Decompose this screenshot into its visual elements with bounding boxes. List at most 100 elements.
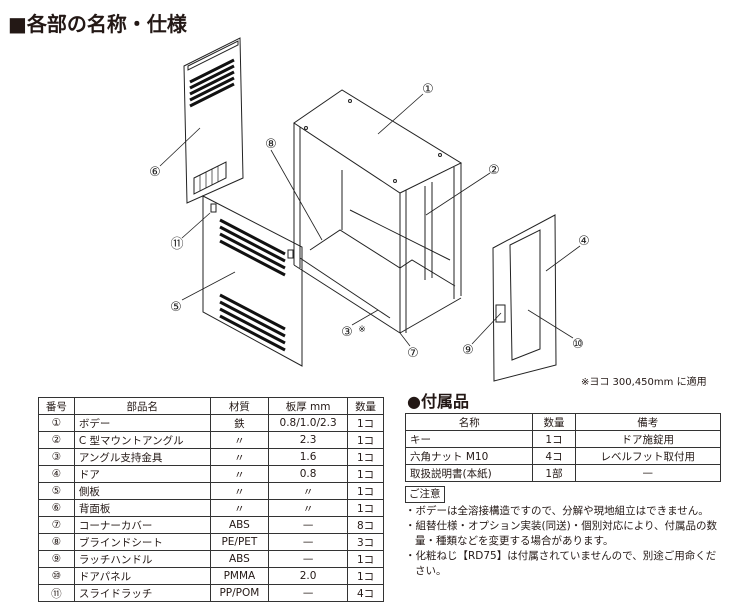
table-cell: 1コ <box>347 431 384 449</box>
table-cell: 4コ <box>347 584 384 602</box>
leader-lines <box>159 93 581 347</box>
table-cell: 2.3 <box>268 431 349 449</box>
parts-header-cell: 数量 <box>347 397 384 415</box>
table-cell: 1コ <box>347 414 384 432</box>
table-cell: PP/POM <box>209 584 270 602</box>
callout-5: ⑤ <box>170 300 182 315</box>
table-row: 取扱説明書(本紙)1部— <box>404 464 722 482</box>
table-cell: 〃 <box>209 499 270 517</box>
table-cell: 鉄 <box>209 414 270 432</box>
table-cell: 1.6 <box>268 448 349 466</box>
table-cell: ⑨ <box>38 550 75 568</box>
table-cell: PMMA <box>209 567 270 585</box>
table-cell: 〃 <box>209 465 270 483</box>
parts-header-cell: 番号 <box>38 397 75 415</box>
notes: ご注意 ・ボデーは全溶接構造ですので、分解や現地組立はできません。・組替仕様・オ… <box>405 486 725 579</box>
table-cell: ABS <box>209 516 270 534</box>
footnote: ※ヨコ 300,450mm に適用 <box>581 377 707 388</box>
callout-8: ⑧ <box>265 137 277 152</box>
table-cell: ⑤ <box>38 482 75 500</box>
accessories-header-cell: 備考 <box>574 413 722 431</box>
table-cell: 3コ <box>347 533 384 551</box>
table-cell: ABS <box>209 550 270 568</box>
accessories-header-cell: 名称 <box>404 413 534 431</box>
parts-header-cell: 部品名 <box>73 397 211 415</box>
table-cell: スライドラッチ <box>73 584 211 602</box>
callout-9: ⑨ <box>462 343 474 358</box>
callout-3: ③ <box>341 325 353 340</box>
table-cell: 1コ <box>347 448 384 466</box>
table-cell: ⑩ <box>38 567 75 585</box>
table-cell: 2.0 <box>268 567 349 585</box>
table-cell: — <box>268 533 349 551</box>
table-cell: キー <box>404 430 534 448</box>
table-cell: 〃 <box>209 448 270 466</box>
table-cell: レベルフット取付用 <box>574 447 722 465</box>
table-cell: アングル支持金具 <box>73 448 211 466</box>
table-cell: 〃 <box>209 482 270 500</box>
table-cell: 側板 <box>73 482 211 500</box>
back-panel-drawing <box>183 37 244 204</box>
note-item: ・組替仕様・オプション実装(同送)・個別対応により、付属品の数量・種類などを変更… <box>405 520 718 547</box>
callout-1: ① <box>422 82 434 97</box>
table-cell: ⑧ <box>38 533 75 551</box>
note-item: ・ボデーは全溶接構造ですので、分解や現地組立はできません。 <box>405 505 709 517</box>
notes-heading-row: ご注意 <box>405 486 725 504</box>
accessories-title: ●付属品 <box>407 392 469 411</box>
table-cell: ドアパネル <box>73 567 211 585</box>
table-cell: C 型マウントアングル <box>73 431 211 449</box>
table-cell: 1コ <box>347 482 384 500</box>
table-cell: 1コ <box>347 465 384 483</box>
notes-heading: ご注意 <box>405 486 445 503</box>
table-cell: ① <box>38 414 75 432</box>
table-cell: 1部 <box>532 464 576 482</box>
table-cell: ラッチハンドル <box>73 550 211 568</box>
table-cell: コーナーカバー <box>73 516 211 534</box>
accessories-header-row: 名称数量備考 <box>404 413 722 431</box>
table-cell: 〃 <box>209 431 270 449</box>
table-cell: ⑦ <box>38 516 75 534</box>
table-cell: — <box>574 464 722 482</box>
table-cell: ⑥ <box>38 499 75 517</box>
parts-header-cell: 板厚 mm <box>268 397 349 415</box>
notes-list: ・ボデーは全溶接構造ですので、分解や現地組立はできません。・組替仕様・オプション… <box>405 504 725 579</box>
side-panel-drawing <box>202 195 303 367</box>
table-cell: 1コ <box>347 550 384 568</box>
callout-6: ⑥ <box>149 165 161 180</box>
table-cell: 1コ <box>532 430 576 448</box>
table-cell: — <box>268 550 349 568</box>
table-cell: 0.8 <box>268 465 349 483</box>
table-cell: ③ <box>38 448 75 466</box>
table-cell: ボデー <box>73 414 211 432</box>
door-drawing <box>492 214 557 382</box>
parts-header-cell: 材質 <box>209 397 270 415</box>
callout-3-mark: ※ <box>358 325 366 335</box>
table-cell: ⑪ <box>38 584 75 602</box>
table-cell: ドア施錠用 <box>574 430 722 448</box>
table-cell: 8コ <box>347 516 384 534</box>
accessories-header-cell: 数量 <box>532 413 576 431</box>
cabinet-body-drawing <box>293 89 463 334</box>
table-cell: 背面板 <box>73 499 211 517</box>
table-cell: ブラインドシート <box>73 533 211 551</box>
callout-labels: ① ② ③ ※ ④ ⑤ ⑥ ⑦ ⑧ ⑨ ⑩ ⑪ <box>149 82 590 361</box>
table-cell: 0.8/1.0/2.3 <box>268 414 349 432</box>
table-cell: PE/PET <box>209 533 270 551</box>
callout-2: ② <box>488 163 500 178</box>
table-cell: 4コ <box>532 447 576 465</box>
table-cell: 1コ <box>347 567 384 585</box>
table-cell: ④ <box>38 465 75 483</box>
